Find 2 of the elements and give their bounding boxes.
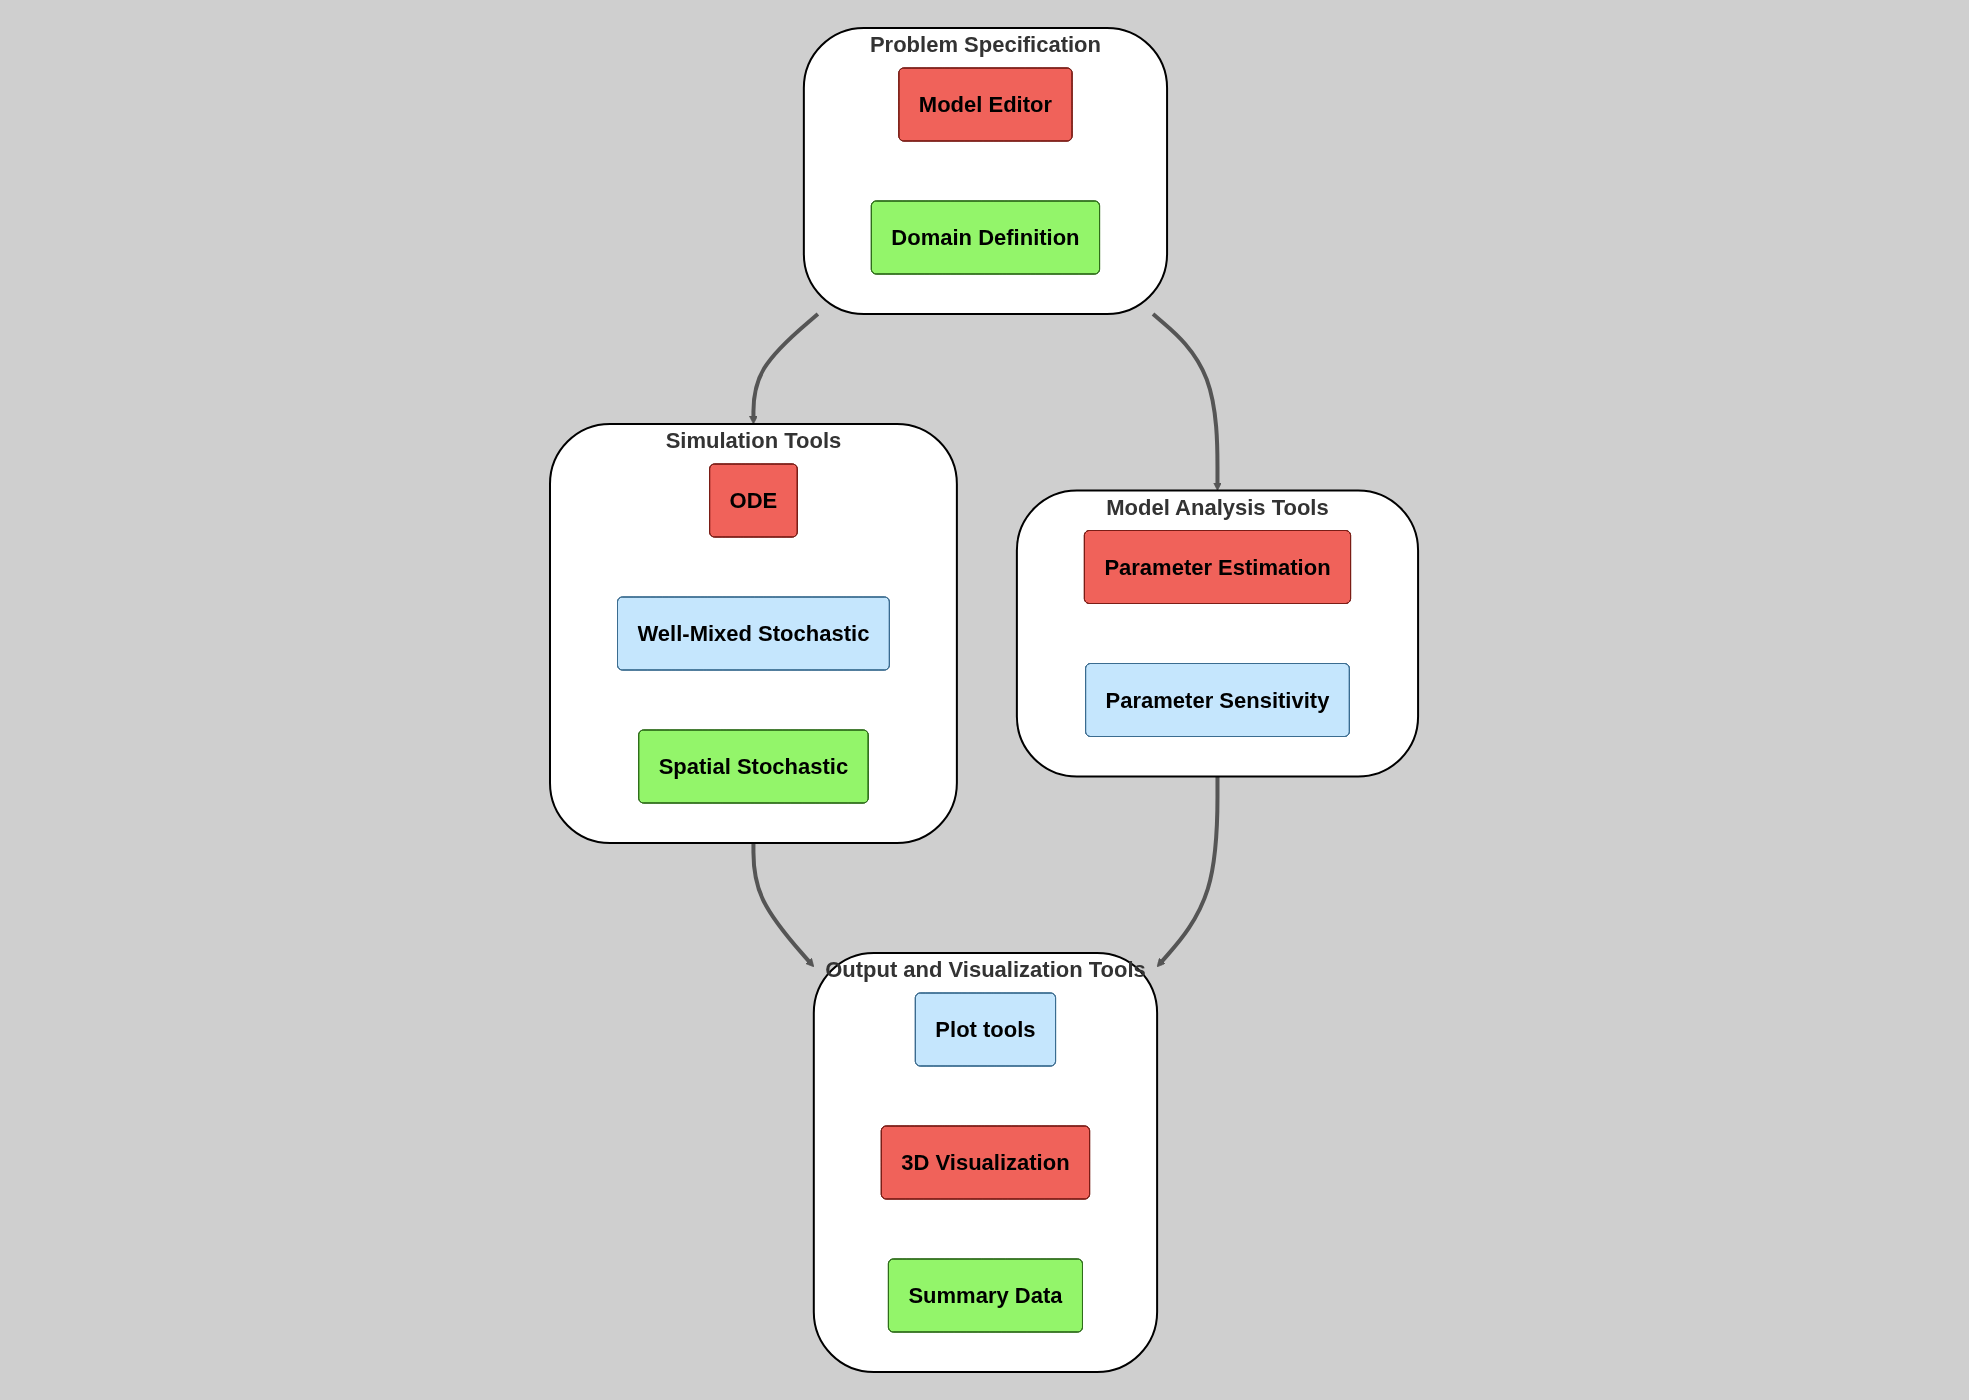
arrow: [1157, 776, 1220, 968]
arrow: [751, 843, 815, 968]
